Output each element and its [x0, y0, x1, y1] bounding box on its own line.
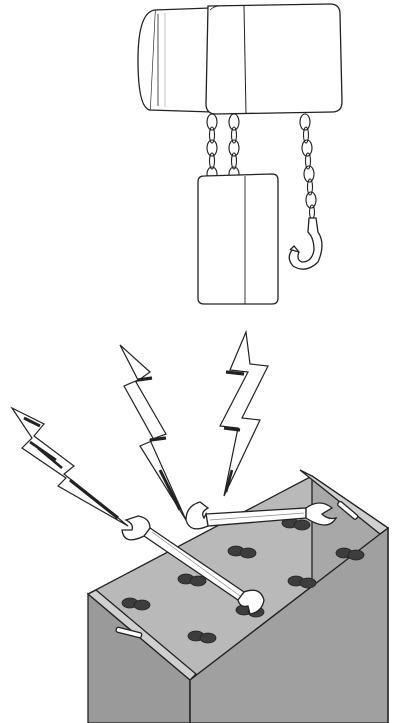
spark-right	[220, 332, 268, 496]
lightning-bolt-icon	[12, 332, 268, 526]
chain-hoist-icon	[138, 4, 342, 304]
hoist-motor	[138, 8, 212, 112]
spark-left	[12, 408, 128, 526]
load-chain	[207, 114, 239, 181]
hook-icon	[289, 218, 322, 269]
spark-middle	[120, 345, 186, 520]
hoist-housing	[206, 4, 342, 114]
hoist-load-block	[198, 174, 278, 304]
hook-chain	[300, 114, 316, 219]
